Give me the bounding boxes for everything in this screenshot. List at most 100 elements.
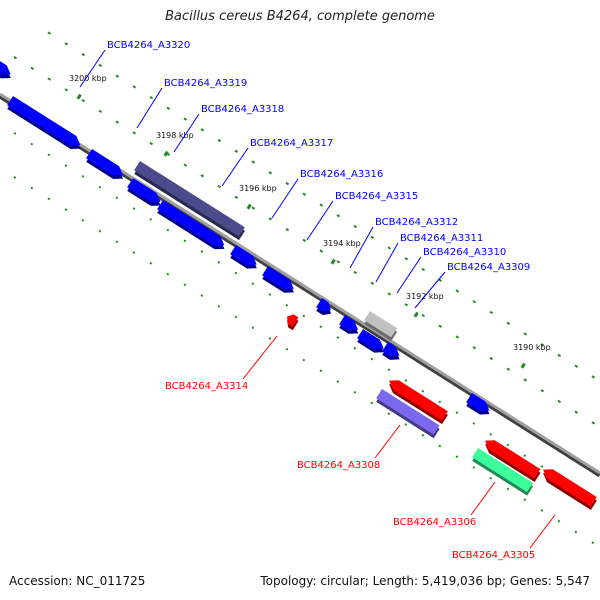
gene-body (472, 448, 533, 493)
leader-line (306, 200, 334, 241)
gene-label-text: BCB4264_A3308 (297, 460, 380, 471)
leader-line (470, 481, 496, 516)
gene-label-text: BCB4264_A3311 (400, 233, 483, 244)
tick-dot (523, 498, 527, 502)
gene-body (134, 161, 245, 237)
tick-dot (472, 422, 476, 425)
gene-feature (389, 380, 448, 425)
tick-dot (353, 390, 357, 394)
tick-dot (489, 432, 493, 436)
forward-gene-label: BCB4264_A3311 (375, 233, 483, 283)
gene-body (543, 469, 597, 507)
gene-label-text: BCB4264_A3305 (452, 550, 535, 561)
tick-dot (13, 176, 17, 179)
gene-body (127, 178, 161, 203)
gene-feature (466, 393, 490, 415)
kbp-tick-label: 3190 kbp (513, 343, 551, 352)
gene-feature (134, 161, 245, 241)
gene-body (287, 314, 299, 327)
gene-features (0, 58, 597, 510)
tick-dot (183, 283, 187, 287)
tick-dot (200, 294, 204, 297)
tick-dot (30, 142, 34, 146)
tick-dot (149, 261, 153, 265)
leader-line (396, 256, 422, 294)
tick-dot (251, 160, 256, 164)
gene-label-text: BCB4264_A3309 (447, 262, 530, 273)
tick-dot (574, 410, 579, 414)
kbp-tick-mark (246, 203, 252, 210)
tick-dot (64, 88, 69, 92)
tick-dot (81, 218, 85, 222)
tick-dot (574, 364, 579, 368)
tick-dot (268, 217, 273, 221)
tick-dot (336, 260, 341, 264)
gene-body (357, 329, 384, 349)
gene-feature (7, 96, 81, 149)
tick-dot (472, 466, 476, 469)
tick-dot (421, 313, 426, 318)
forward-gene-label: BCB4264_A3312 (349, 217, 458, 269)
tick-dot (506, 321, 511, 325)
kbp-tick-mark (76, 93, 82, 100)
tick-dot (251, 206, 256, 210)
tick-dot (132, 131, 137, 135)
tick-dot (387, 292, 392, 296)
tick-dot (523, 332, 528, 336)
gene-label-text: BCB4264_A3314 (165, 381, 248, 392)
gene-feature (0, 58, 11, 79)
tick-dot (268, 171, 273, 175)
tick-dot (149, 217, 153, 221)
tick-dot (506, 367, 511, 371)
genome-backbone (0, 92, 600, 478)
gene-body (376, 389, 440, 435)
tick-dot (591, 541, 595, 545)
forward-gene-label: BCB4264_A3317 (221, 138, 333, 187)
tick-dot (438, 444, 442, 448)
gene-feature (485, 440, 541, 483)
forward-gene-label: BCB4264_A3319 (136, 78, 247, 129)
leader-line (529, 514, 556, 549)
kbp-tick-label: 3200 kbp (69, 74, 107, 83)
tick-dot (302, 314, 306, 318)
kbp-tick-mark (163, 150, 169, 157)
tick-dot (319, 369, 323, 373)
tick-dot (557, 353, 562, 358)
leader-line (173, 113, 200, 153)
gene-feature (230, 245, 257, 269)
tick-dot (455, 289, 460, 293)
tick-dot (115, 120, 120, 124)
tick-dot (540, 389, 545, 393)
tick-dot (200, 250, 204, 253)
kbp-tick-mark (330, 258, 336, 265)
tick-dot (370, 401, 374, 405)
gene-body (7, 96, 81, 146)
tick-dot (47, 153, 51, 157)
reverse-gene-label: BCB4264_A3314 (165, 335, 278, 392)
gene-feature (316, 298, 331, 316)
forward-gene-label: BCB4264_A3316 (271, 169, 383, 219)
tick-dot (591, 375, 596, 379)
tick-dot (13, 132, 17, 135)
tick-dot (336, 214, 341, 218)
tick-dot (540, 343, 545, 347)
tick-dot (64, 164, 68, 167)
gene-feature (364, 311, 398, 341)
tick-dot (540, 465, 544, 468)
gene-body (262, 266, 294, 290)
tick-dot (319, 249, 324, 253)
tick-dot (166, 228, 170, 232)
gene-label-text: BCB4264_A3318 (201, 104, 284, 115)
gene-feature (262, 266, 294, 293)
reverse-gene-label: BCB4264_A3305 (452, 514, 556, 561)
tick-dot (217, 260, 221, 264)
tick-dot (81, 174, 85, 178)
tick-dot (387, 412, 391, 416)
tick-dot (302, 192, 307, 196)
kbp-tick-mark (520, 362, 526, 369)
tick-dot (591, 421, 596, 425)
leader-line (414, 271, 446, 309)
genome-summary-text: Topology: circular; Length: 5,419,036 bp… (260, 574, 590, 588)
gene-label-text: BCB4264_A3317 (250, 138, 333, 149)
